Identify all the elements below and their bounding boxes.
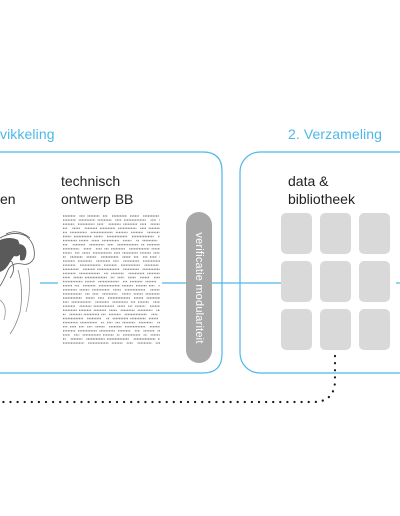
verification-pill-label: verificatie modulariteit xyxy=(193,231,205,344)
sketch-illustration xyxy=(0,231,35,335)
library-tile xyxy=(359,213,390,254)
library-tile xyxy=(281,213,312,254)
library-tile xyxy=(281,309,312,350)
data-library-label-line1: data & xyxy=(288,173,329,189)
sketch-dark-shape xyxy=(0,238,27,272)
section1-title: vikkeling xyxy=(0,126,55,142)
section1-box-outline xyxy=(0,151,223,374)
technical-document-text xyxy=(63,215,160,344)
verification-pill: verificatie modulariteit xyxy=(186,212,212,363)
library-tile xyxy=(320,261,351,302)
library-tile xyxy=(359,309,390,350)
library-tile xyxy=(320,309,351,350)
dotted-return-path xyxy=(0,354,337,404)
library-tile xyxy=(281,261,312,302)
library-tile xyxy=(359,261,390,302)
technical-design-label-line1: technisch xyxy=(61,173,121,189)
section1-left-label-fragment: en xyxy=(0,191,16,207)
technical-design-label-line2: ontwerp BB xyxy=(61,191,134,207)
library-tile xyxy=(320,213,351,254)
section2-title: 2. Verzameling xyxy=(288,126,383,142)
data-library-label-line2: bibliotheek xyxy=(288,191,355,207)
technical-design-label: technisch ontwerp BB xyxy=(61,172,133,208)
section2-box-outline xyxy=(239,151,400,374)
data-library-label: data & bibliotheek xyxy=(288,172,355,208)
